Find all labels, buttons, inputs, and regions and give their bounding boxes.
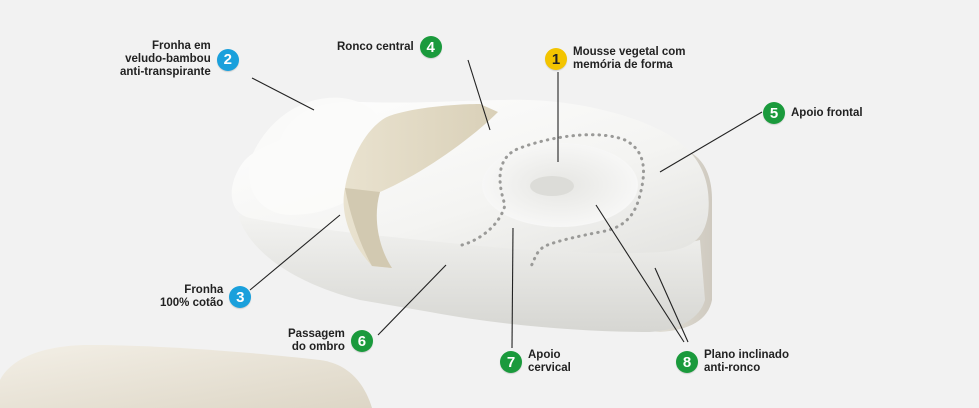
- leader-8a: [595, 204, 685, 343]
- callout-6-badge: 6: [350, 330, 373, 352]
- pillow-body: [231, 97, 712, 332]
- callout-8-label: Plano inclinado anti-ronco: [704, 349, 789, 374]
- callout-2-label: Fronha em veludo-bambou anti-transpirant…: [120, 40, 211, 78]
- leader-3: [249, 214, 341, 291]
- callout-6: Passagem do ombro 6: [288, 328, 373, 354]
- leader-7: [511, 227, 514, 349]
- callout-6-label: Passagem do ombro: [288, 328, 345, 353]
- callout-3: Fronha 100% cotão 3: [160, 284, 252, 310]
- second-pillow: [0, 345, 372, 408]
- callout-2-badge: 2: [216, 48, 239, 71]
- dotted-head-outline: [460, 133, 645, 270]
- callout-8-badge: 8: [676, 351, 698, 373]
- callout-8: 8 Plano inclinado anti-ronco: [676, 349, 789, 375]
- callout-1-label: Mousse vegetal com memória de forma: [573, 46, 686, 71]
- callout-1-badge: 1: [545, 48, 567, 70]
- callout-4: Ronco central 4: [337, 36, 442, 58]
- callout-2: Fronha em veludo-bambou anti-transpirant…: [120, 40, 239, 79]
- callout-5-label: Apoio frontal: [791, 106, 863, 119]
- callout-7: 7 Apoio cervical: [500, 349, 571, 375]
- callout-5-badge: 5: [763, 102, 785, 124]
- callout-4-label: Ronco central: [337, 40, 414, 53]
- callout-5: 5 Apoio frontal: [763, 102, 863, 124]
- callout-3-badge: 3: [229, 286, 252, 308]
- leader-lines: [249, 59, 763, 349]
- callout-4-badge: 4: [419, 36, 442, 58]
- callout-1: 1 Mousse vegetal com memória de forma: [545, 46, 685, 72]
- callout-7-label: Apoio cervical: [528, 349, 571, 374]
- leader-8b: [654, 267, 689, 343]
- leader-5: [659, 111, 763, 173]
- callout-3-label: Fronha 100% cotão: [160, 284, 224, 309]
- leader-4: [467, 59, 491, 131]
- leader-2: [251, 77, 315, 111]
- leader-6: [377, 264, 447, 336]
- callout-7-badge: 7: [500, 351, 522, 373]
